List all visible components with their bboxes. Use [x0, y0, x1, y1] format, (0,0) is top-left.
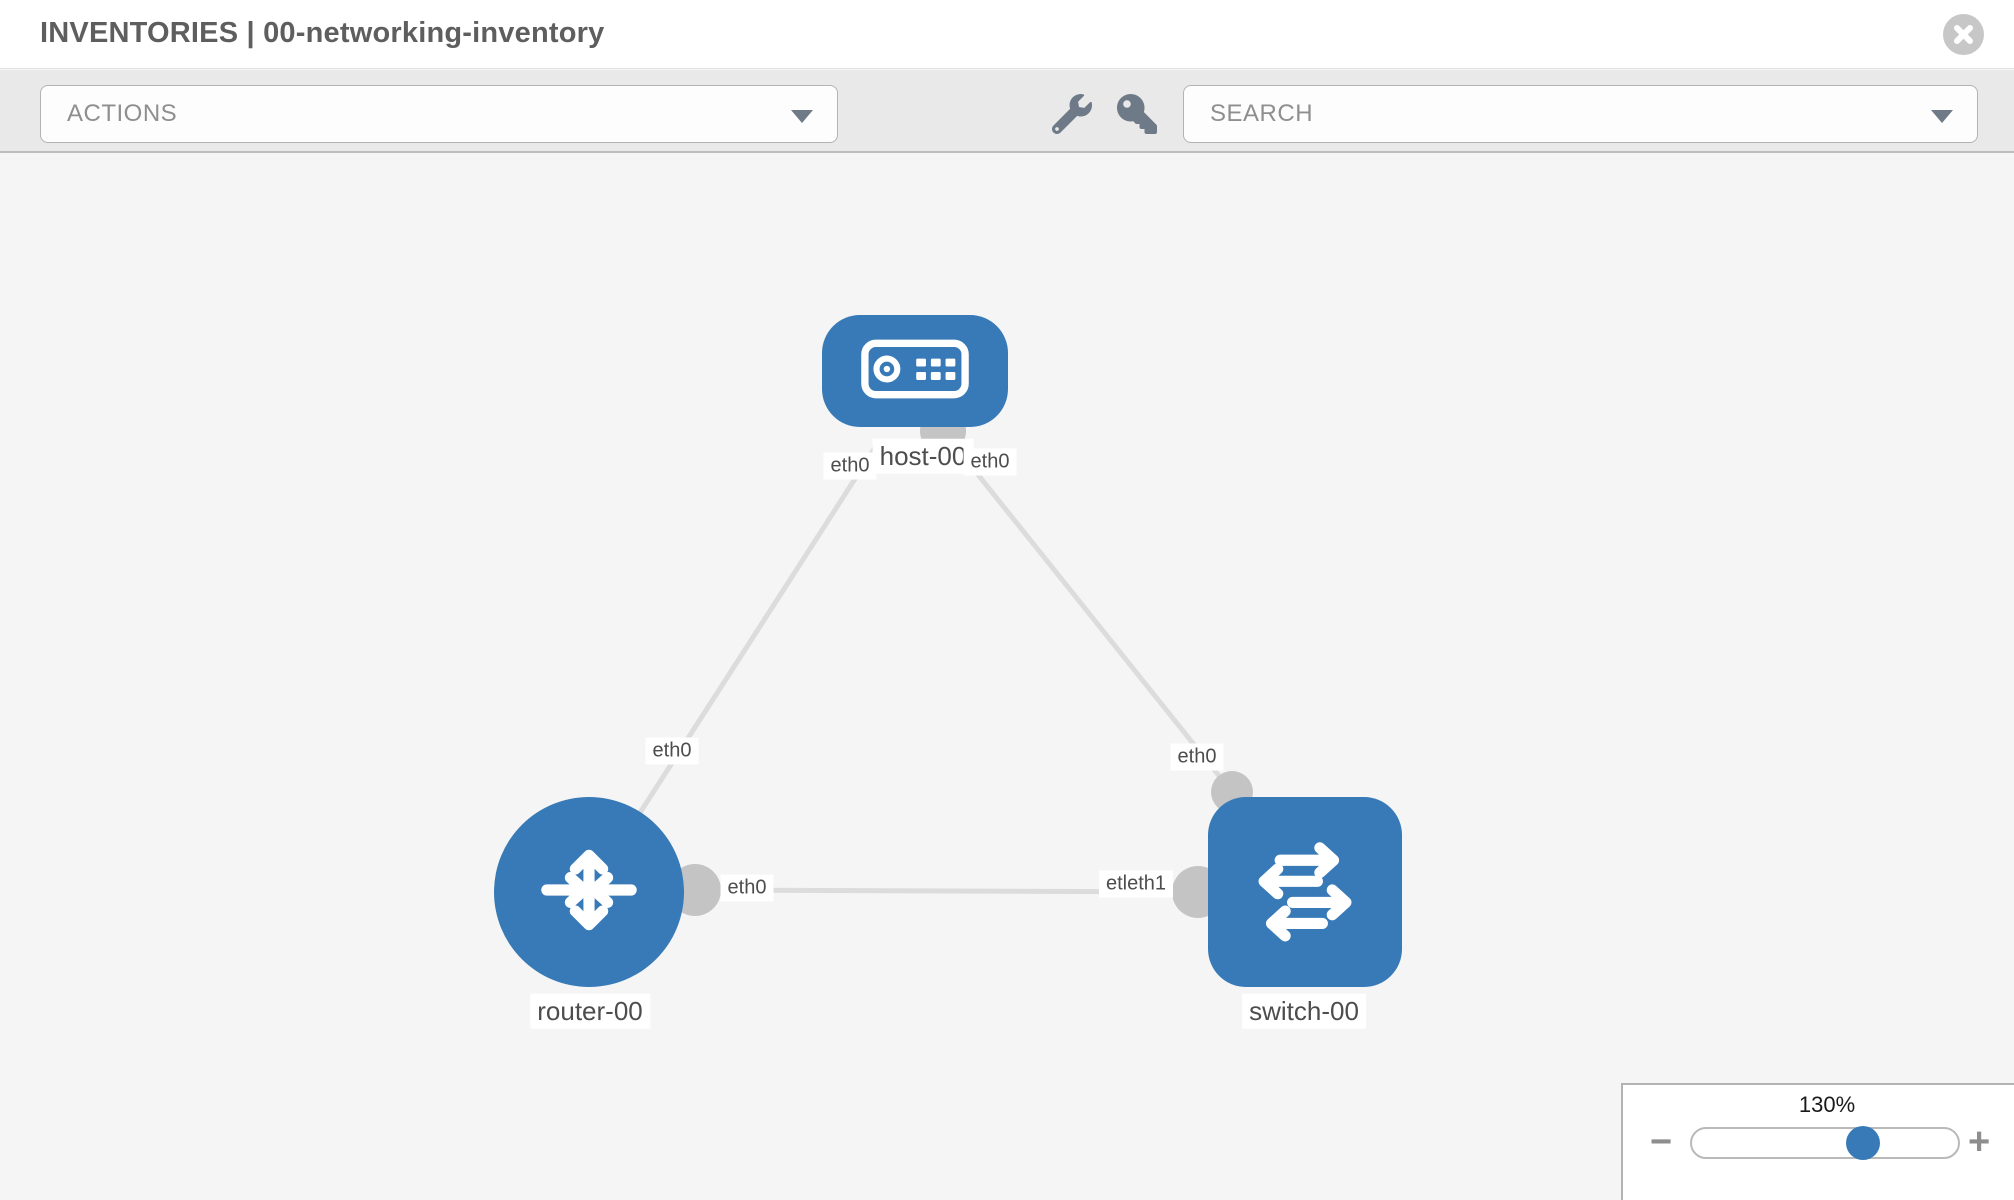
zoom-percentage-label: 130%	[1798, 1092, 1856, 1117]
actions-dropdown[interactable]: ACTIONS	[40, 85, 838, 143]
switch-icon	[1242, 828, 1368, 957]
page-header: INVENTORIES | 00-networking-inventory	[0, 0, 2014, 69]
node-label-host-00: host-00	[872, 438, 974, 474]
search-dropdown[interactable]: SEARCH	[1183, 85, 1978, 143]
node-label-router-00: router-00	[530, 993, 650, 1029]
zoom-slider-handle[interactable]	[1846, 1126, 1880, 1160]
node-label-switch-00: switch-00	[1242, 993, 1366, 1029]
link-switch-host	[941, 429, 1234, 794]
node-host-00[interactable]	[822, 315, 1008, 427]
iface-label-host-right: eth0	[963, 448, 1017, 476]
iface-label-host-left: eth0	[823, 452, 877, 480]
iface-label-router-switch-eth1: etleth1	[1098, 870, 1174, 898]
topology-links-layer	[586, 408, 1253, 918]
node-switch-00[interactable]	[1208, 797, 1402, 987]
tools-wrench-button[interactable]	[1051, 94, 1092, 135]
zoom-in-button[interactable]: +	[1968, 1121, 1991, 1163]
zoom-slider-track[interactable]	[1690, 1127, 1960, 1159]
chevron-down-icon	[1931, 110, 1953, 123]
actions-dropdown-label: ACTIONS	[67, 100, 178, 127]
iface-label-router-switch-eth0: eth0	[720, 874, 774, 902]
chevron-down-icon	[791, 110, 813, 123]
iface-label-router-host: eth0	[645, 737, 699, 765]
iface-label-switch-host: eth0	[1170, 743, 1224, 771]
node-router-00[interactable]	[494, 797, 684, 987]
close-button[interactable]	[1943, 14, 1984, 55]
search-dropdown-label: SEARCH	[1210, 100, 1314, 127]
wrench-icon	[1051, 94, 1092, 138]
page-title: INVENTORIES | 00-networking-inventory	[40, 17, 605, 49]
toolbar: ACTIONS SEARCH	[0, 70, 2014, 153]
host-icon	[860, 338, 970, 405]
topology-canvas[interactable]: host-00 router-00 switch-00 eth0 eth0 et…	[0, 155, 2014, 1200]
key-icon	[1117, 94, 1157, 138]
credentials-key-button[interactable]	[1117, 94, 1157, 134]
zoom-out-button[interactable]: −	[1650, 1121, 1673, 1163]
router-icon	[527, 828, 651, 957]
